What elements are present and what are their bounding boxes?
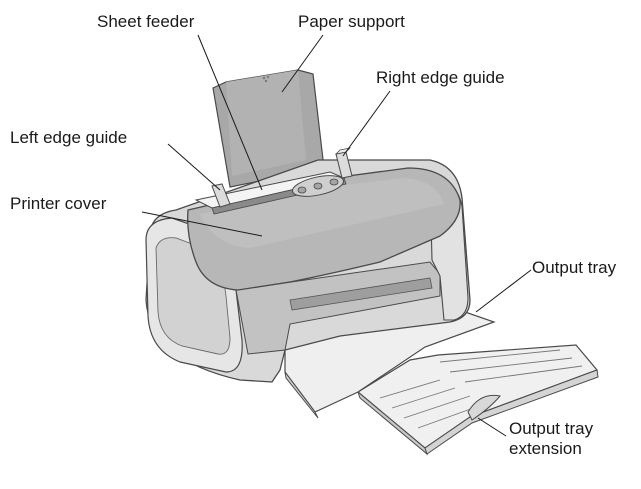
- label-left-edge-guide: Left edge guide: [10, 128, 128, 147]
- leader-left-edge-guide: [167, 143, 221, 191]
- right-edge-guide: [334, 147, 353, 179]
- left-edge-guide: [211, 183, 231, 208]
- leader-output-tray-extension: [477, 417, 507, 437]
- label-output-tray-extension: Output tray extension: [509, 419, 594, 458]
- label-paper-support: Paper support: [298, 12, 405, 31]
- leader-paper-support: [281, 34, 324, 93]
- label-sheet-feeder: Sheet feeder: [97, 12, 195, 31]
- label-right-edge-guide: Right edge guide: [376, 68, 505, 87]
- label-printer-cover: Printer cover: [10, 194, 107, 213]
- paper-support: [212, 69, 325, 188]
- leader-output-tray: [475, 269, 532, 313]
- leader-sheet-feeder: [197, 34, 263, 191]
- control-buttons: [291, 175, 345, 197]
- leader-right-edge-guide: [342, 90, 391, 157]
- label-output-tray: Output tray: [532, 258, 617, 277]
- leader-printer-cover: [141, 211, 263, 237]
- leader-lines: [141, 34, 532, 437]
- output-tray-extension: [356, 344, 599, 456]
